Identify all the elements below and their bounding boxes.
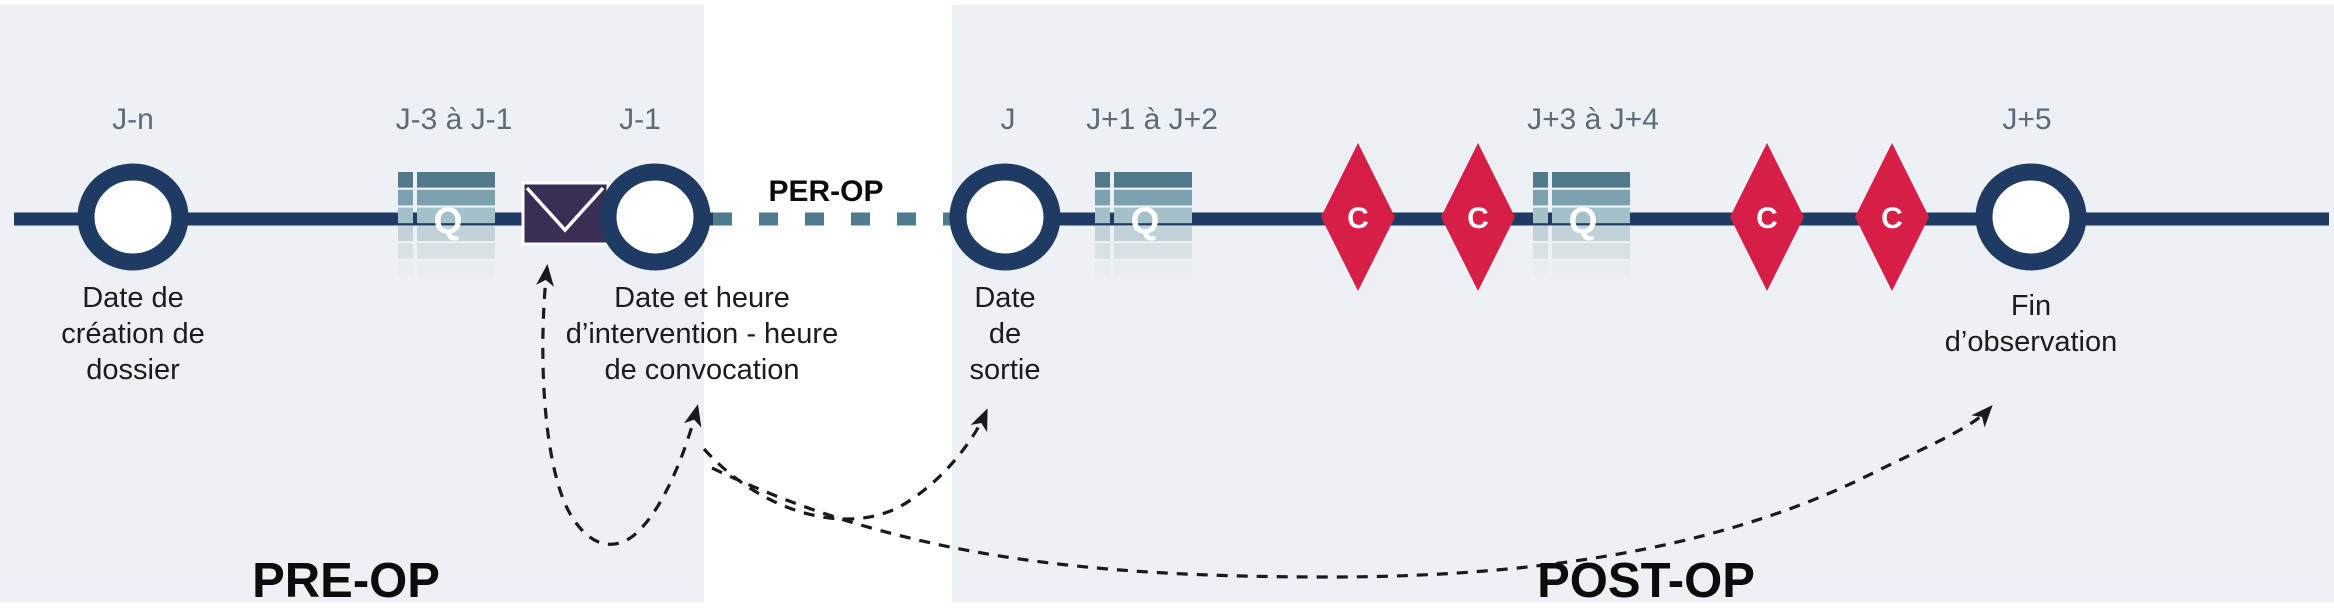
day-label-j3-j1: J-3 à J-1 xyxy=(395,103,513,136)
day-label-j5: J+5 xyxy=(2002,103,2052,136)
consultation-diamond-icon xyxy=(1321,143,1395,291)
day-label-j1-j2: J+1 à J+2 xyxy=(1086,103,1218,136)
milestone-circle-j5 xyxy=(1975,163,2087,271)
caption-creation-dossier: Date de création de dossier xyxy=(61,282,205,386)
consultation-badge: C xyxy=(1756,202,1778,235)
dashed-arrows xyxy=(536,264,1993,579)
post-op-panel xyxy=(952,5,2334,602)
questionnaire-badge: Q xyxy=(1568,200,1598,241)
caption-intervention: Date et heure d’intervention - heure de … xyxy=(565,282,839,386)
questionnaire-badge: Q xyxy=(1130,200,1160,241)
arrow-intervention-to-sortie xyxy=(702,408,988,521)
envelope-icon xyxy=(521,181,610,246)
consultation-badge: C xyxy=(1881,202,1903,235)
consultation-badge: C xyxy=(1347,202,1369,235)
day-label-j: J xyxy=(1000,103,1016,136)
consultation-badge: C xyxy=(1467,202,1489,235)
day-label-j1: J-1 xyxy=(619,103,661,136)
consultation-diamond-icon xyxy=(1855,143,1929,291)
phase-label-post-op: POST-OP xyxy=(1537,554,1755,608)
consultation-diamond-icon xyxy=(1730,143,1804,291)
phase-label-pre-op: PRE-OP xyxy=(252,554,440,608)
consultation-diamond-icon xyxy=(1441,143,1515,291)
milestone-circle-j1 xyxy=(599,163,711,271)
milestone-circles xyxy=(77,163,2087,271)
milestone-circle-j xyxy=(949,163,1061,271)
arrow-intervention-to-fin-observation xyxy=(711,405,1993,579)
caption-sortie: Date de sortie xyxy=(969,282,1041,386)
day-label-j3-j4: J+3 à J+4 xyxy=(1527,103,1659,136)
consultation-diamonds xyxy=(1321,143,1929,291)
day-label-jn: J-n xyxy=(112,103,154,136)
milestone-circle-jn xyxy=(77,163,189,271)
phase-label-per-op: PER-OP xyxy=(768,175,884,208)
questionnaire-badge: Q xyxy=(433,200,463,241)
arrow-convocation-to-envelope xyxy=(536,264,702,546)
caption-fin-observation: Fin d’observation xyxy=(1944,290,2118,358)
